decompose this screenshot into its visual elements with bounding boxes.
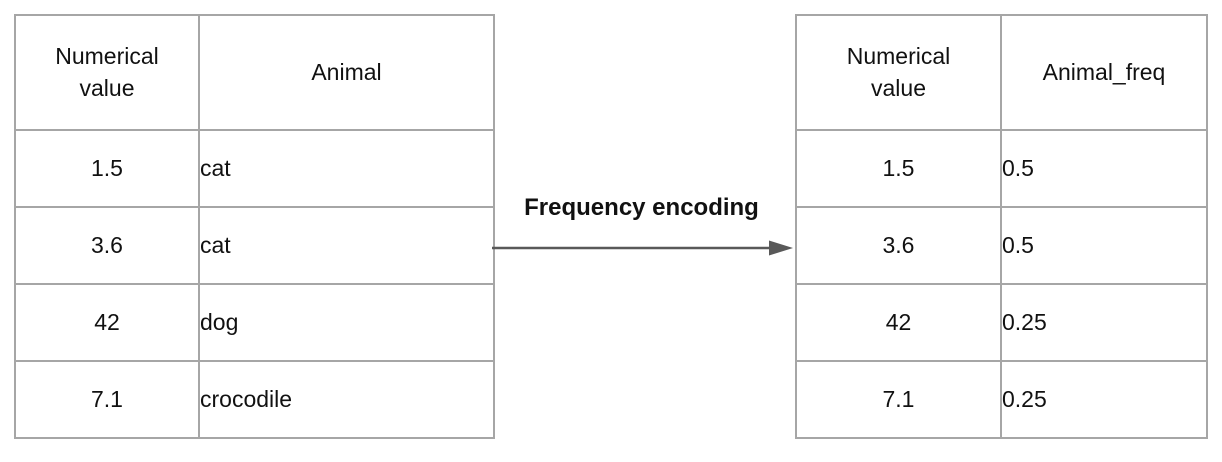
animal-cell: dog xyxy=(198,283,495,362)
numerical-value-cell: 42 xyxy=(795,283,1002,362)
animal-freq-cell: 0.5 xyxy=(1000,129,1208,208)
numerical-value-cell: 1.5 xyxy=(14,129,200,208)
numerical-value-header: Numerical value xyxy=(795,14,1002,131)
source-table: Numerical value Animal 1.5 cat 3.6 cat 4… xyxy=(14,14,495,439)
table-row: 3.6 0.5 xyxy=(795,206,1208,285)
animal-freq-header: Animal_freq xyxy=(1000,14,1208,131)
animal-freq-cell: 0.5 xyxy=(1000,206,1208,285)
numerical-value-cell: 7.1 xyxy=(795,360,1002,439)
animal-freq-cell: 0.25 xyxy=(1000,360,1208,439)
numerical-value-cell: 1.5 xyxy=(795,129,1002,208)
numerical-value-cell: 3.6 xyxy=(14,206,200,285)
animal-freq-cell: 0.25 xyxy=(1000,283,1208,362)
numerical-value-cell: 3.6 xyxy=(795,206,1002,285)
table-row: 42 0.25 xyxy=(795,283,1208,362)
table-header-row: Numerical value Animal xyxy=(14,14,495,131)
table-row: 1.5 cat xyxy=(14,129,495,208)
animal-cell: cat xyxy=(198,129,495,208)
table-row: 7.1 crocodile xyxy=(14,360,495,439)
frequency-encoding-label: Frequency encoding xyxy=(524,194,759,221)
table-row: 1.5 0.5 xyxy=(795,129,1208,208)
animal-header: Animal xyxy=(198,14,495,131)
numerical-value-header: Numerical value xyxy=(14,14,200,131)
numerical-value-cell: 42 xyxy=(14,283,200,362)
table-header-row: Numerical value Animal_freq xyxy=(795,14,1208,131)
numerical-value-cell: 7.1 xyxy=(14,360,200,439)
table-row: 42 dog xyxy=(14,283,495,362)
table-row: 7.1 0.25 xyxy=(795,360,1208,439)
animal-cell: crocodile xyxy=(198,360,495,439)
animal-cell: cat xyxy=(198,206,495,285)
encoded-table: Numerical value Animal_freq 1.5 0.5 3.6 … xyxy=(795,14,1208,439)
table-row: 3.6 cat xyxy=(14,206,495,285)
right-arrow-icon xyxy=(492,240,793,256)
